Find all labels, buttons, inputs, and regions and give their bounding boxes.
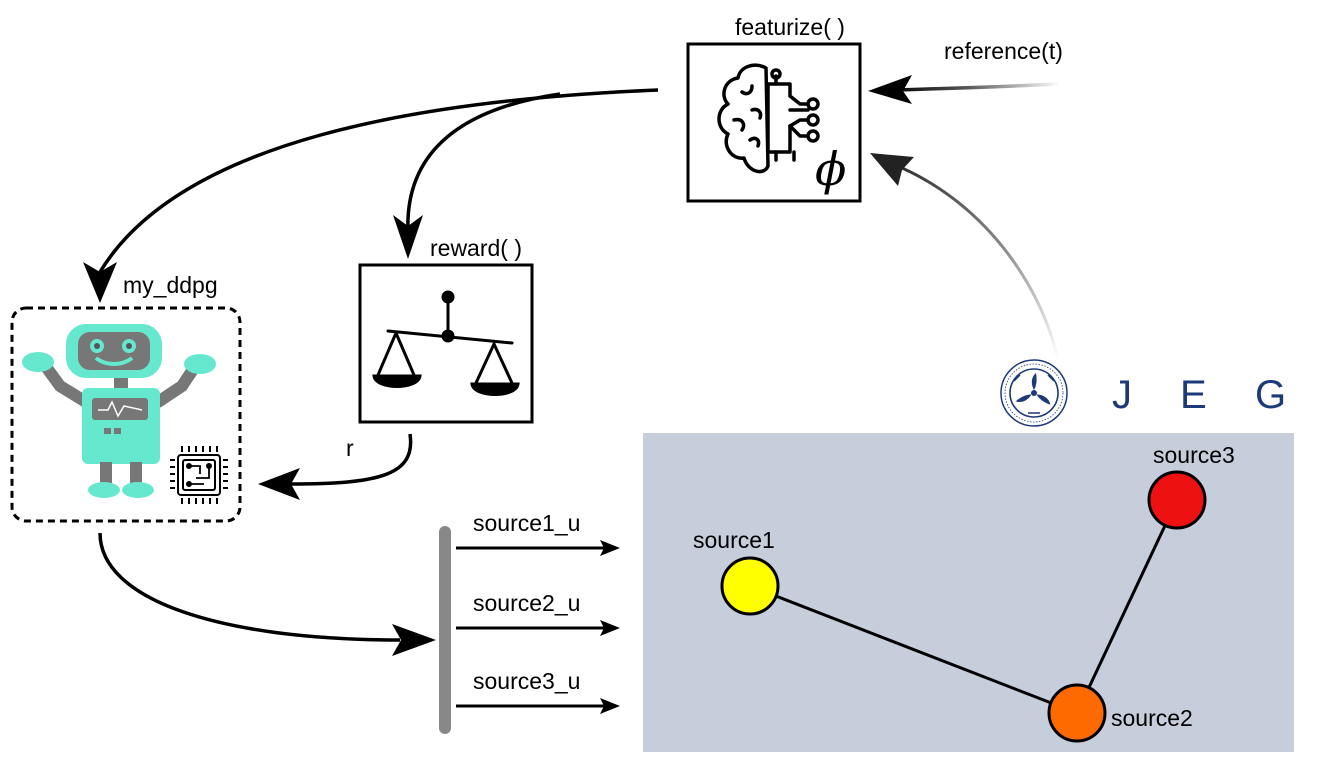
featurize-to-reward-arrowhead: [393, 215, 423, 259]
featurize-to-agent-arrow: [98, 88, 659, 273]
node-source2[interactable]: [1047, 683, 1107, 743]
balance-scale-icon: [372, 290, 520, 396]
action-label-source2: source2_u: [473, 590, 580, 616]
agent-to-bus-arrowhead: [392, 624, 436, 656]
action-arrowhead-source3: [600, 698, 620, 714]
reference-arrow-line: [894, 82, 1059, 92]
featurize-to-agent-arrowhead: [83, 262, 117, 303]
action-arrowhead-source1: [600, 540, 620, 556]
phi-symbol: ϕ: [815, 142, 846, 196]
reference-arrowhead: [868, 75, 912, 104]
action-label-source1: source1_u: [473, 510, 580, 536]
logo-to-featurize-arrow: [894, 163, 1060, 361]
reward-to-agent-arrowhead: [258, 468, 300, 500]
agent-to-bus-arrow: [98, 532, 401, 642]
featurize-label: featurize( ): [735, 14, 845, 40]
action-arrowhead-source2: [600, 620, 620, 636]
brain-circuit-icon: [717, 63, 820, 174]
logo-letter-e: E: [1180, 373, 1207, 417]
action-label-source3: source3_u: [473, 668, 580, 694]
node-label-source3: source3: [1153, 442, 1235, 468]
logo-to-featurize-arrowhead: [870, 153, 914, 186]
robot-icon: [22, 324, 216, 498]
node-source3[interactable]: [1147, 470, 1207, 530]
reward-signal-label: r: [346, 435, 354, 461]
logo-letter-g: G: [1255, 373, 1286, 417]
logo-letter-j: J: [1112, 373, 1132, 417]
node-source1[interactable]: [720, 556, 780, 616]
featurize-to-reward-arrow: [406, 92, 561, 233]
node-label-source2: source2: [1111, 705, 1193, 731]
reference-label: reference(t): [944, 38, 1063, 64]
edge-source2-source3: [1075, 499, 1179, 714]
edge-source1-source2: [749, 584, 1078, 715]
reward-label: reward( ): [430, 235, 522, 261]
agent-label: my_ddpg: [123, 272, 218, 298]
node-label-source1: source1: [693, 527, 775, 553]
reward-to-agent-arrow: [289, 433, 413, 486]
network-edges: [749, 499, 1179, 715]
chip-icon: [170, 446, 228, 504]
turbine-logo-icon: [1000, 359, 1068, 427]
